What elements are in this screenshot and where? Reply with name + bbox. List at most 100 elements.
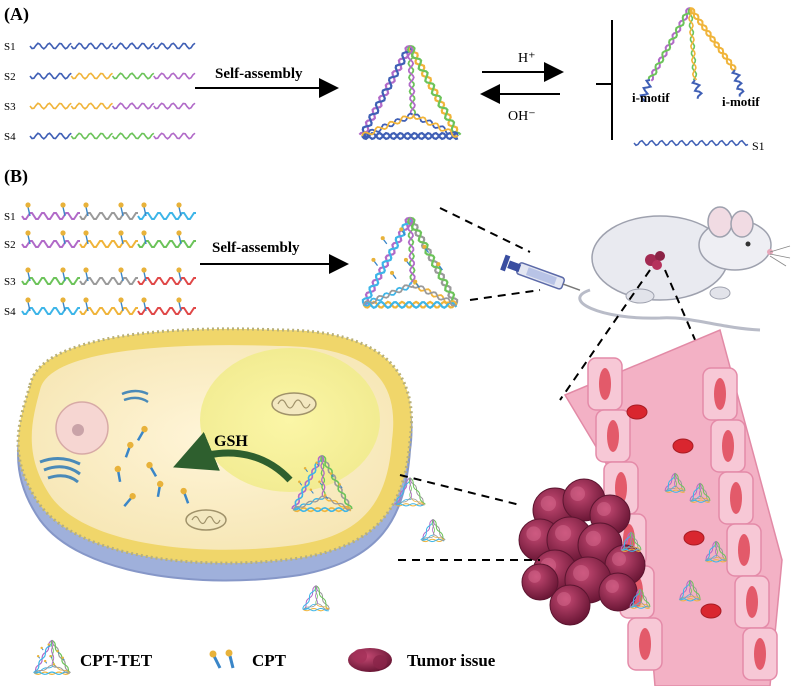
- helix-strand: [422, 518, 434, 541]
- helix-strand: [688, 7, 698, 81]
- b-strand-s1: [79, 212, 138, 220]
- cpt-head: [43, 659, 47, 663]
- helix-strand: [51, 640, 55, 666]
- strand-s4: [29, 132, 72, 140]
- cpt-head: [413, 279, 418, 284]
- cpt-stem: [178, 301, 182, 312]
- helix-strand: [700, 495, 710, 502]
- helix-strand: [323, 496, 351, 511]
- b-strand-s3: [79, 277, 138, 285]
- panel-b-label: (B): [4, 166, 28, 187]
- h-plus-label: H⁺: [518, 51, 536, 66]
- small-tetrahedron: [678, 579, 702, 602]
- legend-tet-icon: [33, 639, 71, 676]
- helix-strand: [292, 507, 352, 513]
- opened-tetrahedron: [639, 7, 745, 102]
- cpt-head: [176, 267, 182, 273]
- helix-strand: [51, 640, 71, 674]
- endothelial-nucleus: [615, 472, 627, 504]
- helix-strand: [362, 284, 414, 306]
- small-tetrahedron: [620, 531, 642, 552]
- cpt-stem: [143, 234, 147, 245]
- zoom-line-lower: [469, 289, 541, 301]
- helix-strand: [689, 580, 692, 596]
- helix-strand: [362, 300, 458, 309]
- b-strand-s2: [79, 240, 138, 248]
- helix-strand: [320, 455, 351, 511]
- tumor-highlight: [570, 486, 586, 502]
- strand-s1: [70, 42, 113, 50]
- helix-strand: [361, 131, 459, 141]
- cpt-stem: [392, 273, 397, 280]
- cpt-head: [60, 267, 66, 273]
- helix-strand: [34, 671, 70, 676]
- helix-strand: [687, 7, 698, 81]
- strand-s2: [111, 72, 155, 80]
- cpt-head: [338, 483, 341, 486]
- tumor-highlight: [597, 502, 611, 516]
- tumor-highlight: [573, 565, 590, 582]
- mouse-illustration: [578, 206, 791, 332]
- cpt-stem: [373, 260, 379, 267]
- panel-b-dna-strands: [21, 202, 196, 315]
- helix-strand: [302, 603, 317, 610]
- imotif-loop-left: [639, 79, 653, 102]
- helix-strand: [410, 498, 425, 506]
- oh-minus-label: OH⁻: [508, 109, 536, 124]
- tumor-highlight: [555, 525, 572, 542]
- endothelial-nucleus: [730, 482, 742, 514]
- small-tetrahedron: [664, 472, 686, 493]
- helix-strand: [700, 497, 710, 502]
- helix-strand: [361, 45, 413, 138]
- helix-strand: [630, 601, 641, 608]
- cpt-stem: [415, 282, 420, 288]
- helix-strand: [679, 598, 701, 602]
- cpt-stem: [299, 482, 303, 486]
- red-blood-cell: [700, 603, 722, 619]
- helix-strand: [413, 282, 458, 306]
- strand-s2: [29, 72, 72, 80]
- golgi-icon: [39, 457, 81, 484]
- cpt-head: [56, 650, 59, 653]
- helix-strand: [716, 556, 727, 562]
- endothelial-nucleus: [746, 586, 758, 618]
- cpt-head: [176, 297, 182, 303]
- cpt-stem: [178, 234, 182, 245]
- helix-strand: [407, 45, 459, 138]
- cpt-head: [118, 267, 124, 273]
- panel-a-dna-strands: [29, 42, 196, 140]
- helix-strand: [640, 601, 650, 608]
- helix-strand: [408, 477, 412, 499]
- cpt-stem: [62, 301, 66, 312]
- helix-strand: [665, 489, 685, 493]
- helix-strand: [302, 585, 317, 610]
- cpt-head: [60, 202, 66, 208]
- cpt-stem: [339, 484, 343, 489]
- helix-strand: [665, 485, 676, 492]
- helix-strand: [411, 284, 457, 307]
- b-strand-s1: [137, 212, 196, 220]
- tumor-mass: [518, 478, 646, 626]
- released-s1-label: S1: [752, 139, 765, 153]
- helix-strand: [689, 482, 701, 502]
- tumor-highlight: [526, 526, 542, 542]
- cpt-head: [422, 244, 427, 249]
- er-icon: [121, 389, 149, 404]
- helix-strand: [630, 605, 650, 609]
- helix-strand: [716, 555, 727, 562]
- imotif-loop-mid: [690, 79, 704, 99]
- tumor-cell: GSH: [16, 327, 413, 582]
- cpt-head: [83, 297, 89, 303]
- helix-strand: [431, 519, 435, 536]
- cpt-stem: [62, 271, 66, 282]
- cpt-head: [141, 230, 147, 236]
- cpt-molecule: [124, 441, 134, 458]
- small-tetrahedron: [420, 518, 446, 543]
- helix-strand: [421, 534, 434, 541]
- cpt-head: [403, 257, 408, 262]
- cpt-head: [47, 643, 50, 646]
- cpt-molecule: [114, 465, 122, 483]
- b-strand-s4: [21, 307, 80, 315]
- helix-strand: [409, 477, 412, 499]
- helix-strand: [292, 495, 324, 510]
